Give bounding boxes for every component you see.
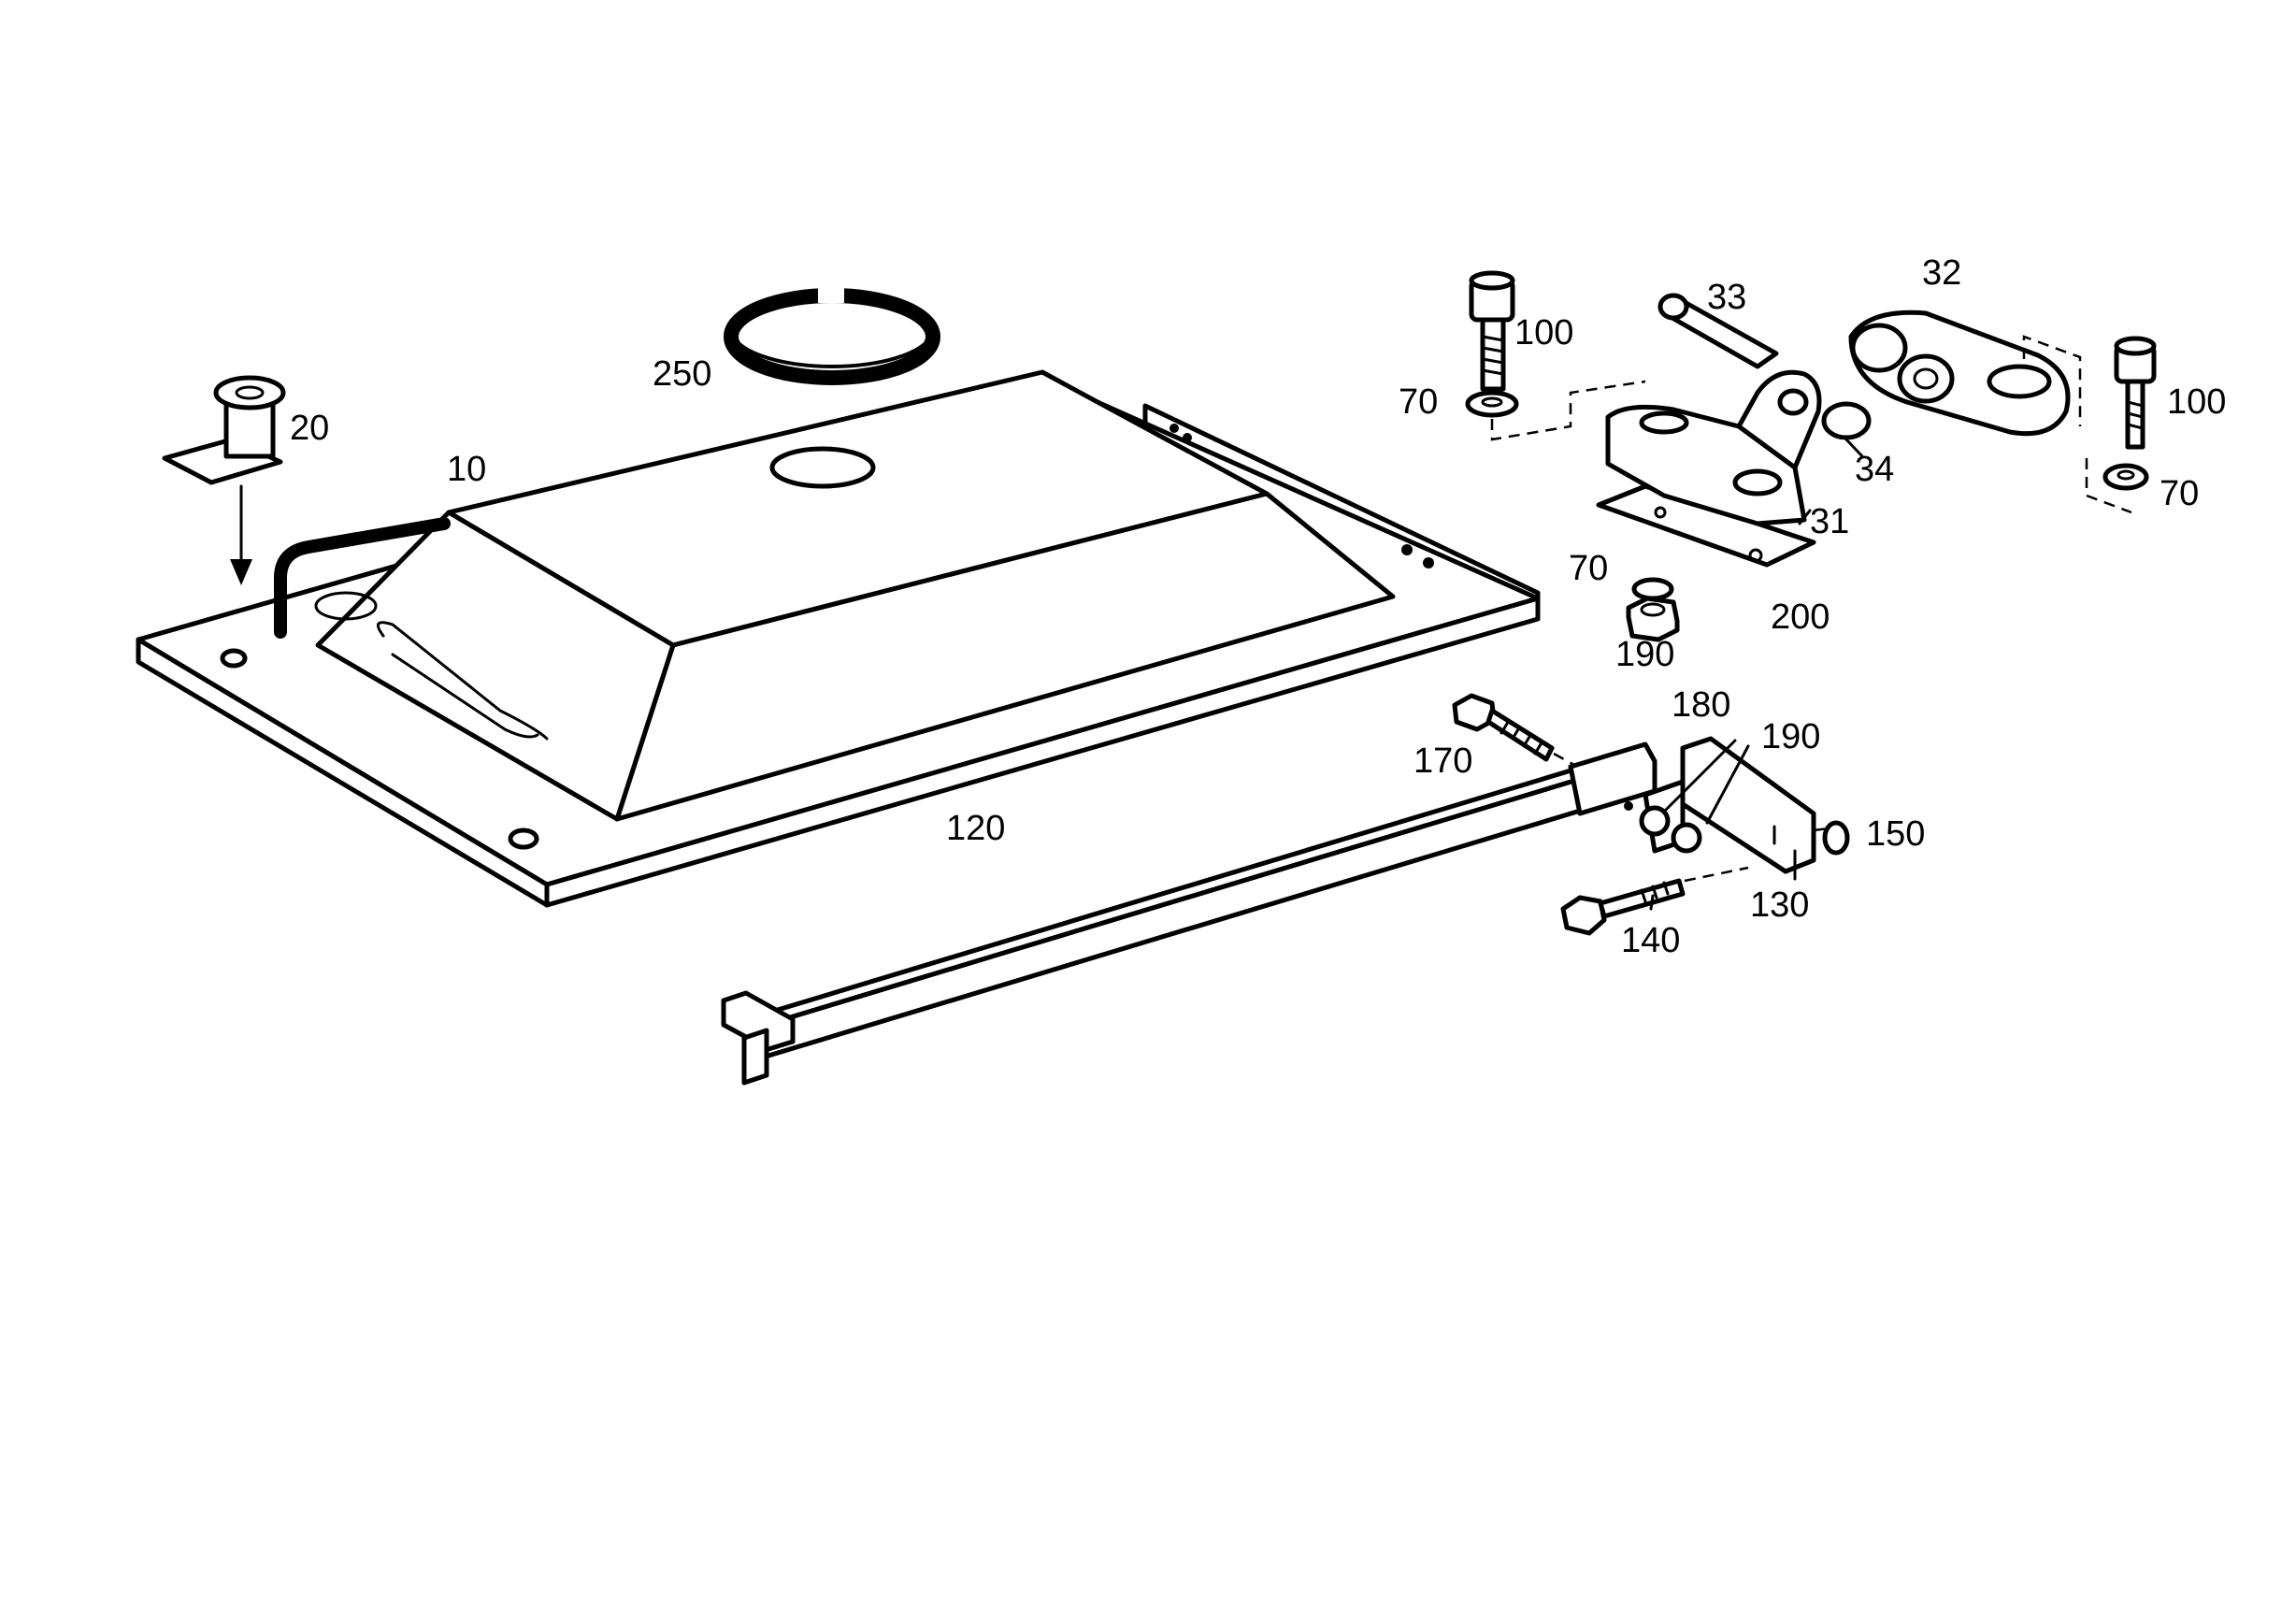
label-part-70-lower: 70 [1569,549,1608,588]
cover-plate-front-edge [544,596,1541,908]
bolt-part-140 [1560,878,1686,936]
circlip-part-34 [1821,401,1872,440]
label-part-10: 10 [447,450,486,489]
rod-end-tab [721,990,796,1052]
ring-gap [818,286,844,303]
bracket-part-31 [1596,369,1822,568]
label-part-20: 20 [290,409,329,448]
nut-part-190-upper [1626,596,1680,642]
label-part-170: 170 [1413,741,1472,781]
label-part-120: 120 [946,809,1005,848]
label-part-180: 180 [1672,685,1730,725]
label-part-31: 31 [1810,502,1849,541]
label-part-200: 200 [1771,597,1830,637]
vent-pipe [274,517,451,639]
plug-part-20 [162,375,286,585]
cover-plate [136,369,1541,908]
label-part-34: 34 [1855,450,1894,489]
label-part-250: 250 [653,354,711,394]
washer-part-180 [1639,805,1671,837]
mount-hole [508,828,539,850]
housing-top-opening [769,446,876,489]
nut-part-190-lower [1671,822,1702,854]
pin-part-33 [1657,293,1779,369]
housing-left-slope [315,510,676,822]
bracket-part-130 [1624,736,1816,874]
label-part-140: 140 [1621,921,1680,960]
arrow-head [230,559,252,585]
bolt-part-100-left [1469,270,1515,392]
housing-handle [376,621,549,741]
label-part-33: 33 [1707,278,1746,317]
bolt-part-100-right [2114,336,2157,450]
bolt-part-170 [1452,693,1555,762]
linkage-rod-part-120 [721,741,1657,1086]
label-part-100-right: 100 [2167,382,2226,422]
split-ring-part-250 [724,286,940,385]
clevis-part-32 [1848,309,2071,437]
label-part-70-left: 70 [1399,382,1438,422]
label-part-190-lower: 190 [1761,717,1820,756]
label-part-100-left: 100 [1514,313,1573,353]
rod-end-block [1568,741,1657,816]
label-part-190-upper: 190 [1615,635,1674,674]
label-part-130: 130 [1750,885,1809,925]
mount-hole [220,648,248,669]
label-part-150: 150 [1866,814,1925,854]
label-part-32: 32 [1922,253,1961,293]
washer-part-70-lower [1631,577,1674,601]
gasket-plate-200 [1596,483,1816,568]
washer-part-150 [1822,820,1850,856]
label-part-70-right: 70 [2160,474,2199,513]
washer-part-70-right [2102,463,2149,491]
washer-part-70-left [1465,390,1519,418]
